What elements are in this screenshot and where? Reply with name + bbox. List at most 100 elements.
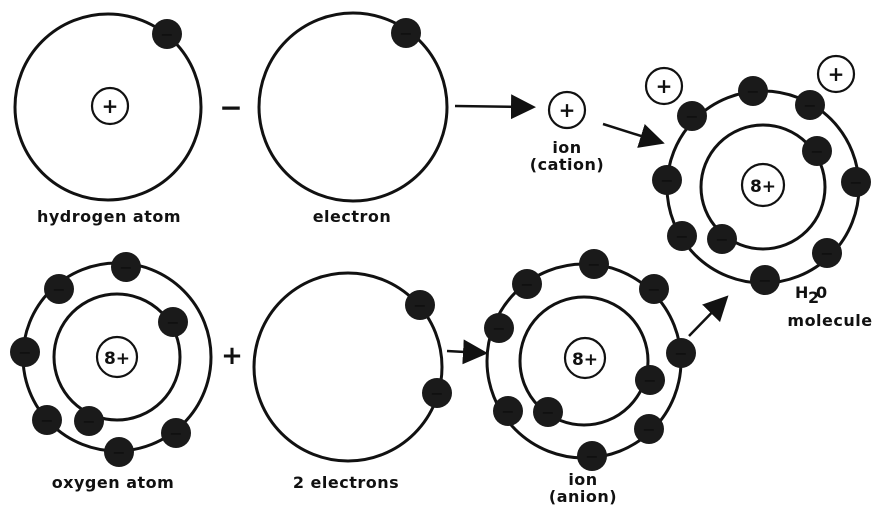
electron: − [667,221,697,251]
hydrogen-proton-left: + [644,66,684,106]
electron-charge: − [746,82,759,101]
electron-charge: − [119,258,132,277]
electron: − [44,274,74,304]
electron-charge: − [40,411,53,430]
anion-inner-orbit [518,295,650,427]
label-electron: electron [313,207,392,226]
electron: − [812,238,842,268]
electron: − [677,101,707,131]
label-h2o-h: H [795,283,809,302]
hydrogen-atom: + − [13,12,203,202]
hydrogen-proton-left-charge: + [656,74,673,98]
electron-charge: − [758,271,771,290]
cation: + [547,90,587,130]
electron: − [666,338,696,368]
hydrogen-electron-charge: − [160,25,173,44]
electron: − [634,414,664,444]
minus-operator: − [219,91,242,124]
label-cation-ion: ion [552,138,581,157]
label-h2o-o: 0 [816,283,828,302]
electron-charge: − [810,142,823,161]
label-h2o-subscript: 2 [808,288,820,307]
arrow-to-anion [446,339,488,365]
electron: − [111,252,141,282]
electron: − [707,224,737,254]
two-electrons-orbit [252,271,444,463]
cation-charge: + [559,98,576,122]
free-electron: − [257,11,449,203]
electron-charge: − [413,296,426,315]
electron-charge: − [647,280,660,299]
electron: − [422,378,452,408]
label-hydrogen-atom: hydrogen atom [37,207,181,226]
oxygen-atom: 8+ − − − − − − − − [10,252,213,467]
anion-nucleus-charge: 8+ [572,350,598,370]
molecule-electrons: − − − − − − − − − − [652,76,871,295]
hydrogen-electron: − [152,19,182,49]
electron-charge: − [849,173,862,192]
label-oxygen-atom: oxygen atom [52,473,175,492]
electron-charge: − [18,343,31,362]
electron-charge: − [541,403,554,422]
oxygen-nucleus-charge: 8+ [104,349,130,369]
electron: − [802,136,832,166]
electron-particle-charge: − [399,24,412,43]
electron-charge: − [675,227,688,246]
label-two-electrons: 2 electrons [293,473,399,492]
hydrogen-proton-right: + [816,54,856,94]
electron: − [579,249,609,279]
electron-charge: − [587,255,600,274]
electron-charge: − [643,371,656,390]
water-molecule: 8+ + + − − − − − − − − − − [644,54,871,295]
label-anion-ion: ion [568,470,597,489]
electron-charge: − [660,171,673,190]
hydrogen-orbit [13,12,203,202]
electron: − [161,418,191,448]
molecule-nucleus: 8+ [740,162,786,208]
arrow-to-cation [454,94,536,120]
hydrogen-nucleus-charge: + [102,94,119,118]
molecule-inner-orbit [699,123,827,251]
electron: − [841,167,871,197]
electron: − [74,406,104,436]
arrow-cation-to-molecule [602,122,665,148]
electron-charge: − [166,313,179,332]
electron: − [484,313,514,343]
electron: − [104,437,134,467]
electron: − [635,365,665,395]
molecule-nucleus-charge: 8+ [750,177,776,197]
oxygen-nucleus: 8+ [95,335,139,379]
electron: − [750,265,780,295]
electron: − [577,441,607,471]
anion: 8+ − − − − − − − − − − [484,249,696,471]
oxygen-electrons: − − − − − − − − [10,252,191,467]
electron-charge: − [685,107,698,126]
electron-charge: − [430,384,443,403]
electron: − [795,90,825,120]
electron: − [652,165,682,195]
electron: − [405,290,435,320]
label-cation: (cation) [530,155,604,174]
hydrogen-nucleus: + [90,86,130,126]
electron-charge: − [803,96,816,115]
electron-charge: − [674,344,687,363]
electron-charge: − [642,420,655,439]
electron: − [158,307,188,337]
electron: − [738,76,768,106]
arrow-anion-to-molecule [688,295,729,337]
electron-charge: − [112,443,125,462]
plus-operator: + [221,341,243,371]
electron-charge: − [520,275,533,294]
hydrogen-proton-right-charge: + [828,62,845,86]
electron-charge: − [169,424,182,443]
label-anion: (anion) [549,487,617,506]
anion-nucleus: 8+ [563,336,607,380]
electron-orbit [257,11,449,203]
electron-charge: − [820,244,833,263]
electron: − [639,274,669,304]
two-free-electrons: − − [252,271,452,463]
electron: − [493,396,523,426]
oxygen-inner-orbit [52,292,182,422]
electron: − [533,397,563,427]
